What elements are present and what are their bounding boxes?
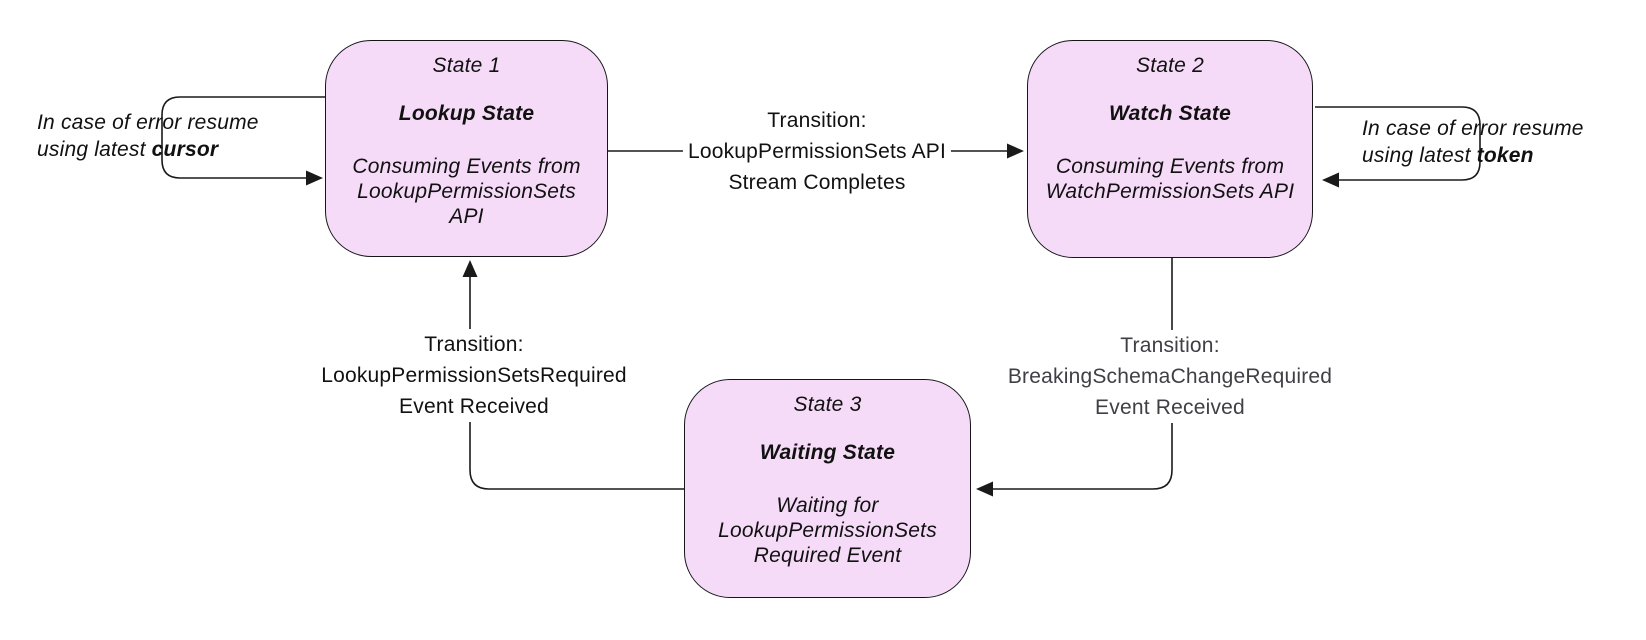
transition-label-3-1: Transition: LookupPermissionSetsRequired… [316,329,632,422]
transition-label-line: Event Received [399,395,549,418]
state-box-waiting: State 3 Waiting State Waiting for Lookup… [684,379,971,598]
loop-label-bold-word: token [1476,144,1534,167]
state-description: Consuming Events from WatchPermissionSet… [1045,155,1295,203]
loop-label-line: In case of error resume [1362,117,1584,140]
transition-label-line: BreakingSchemaChangeRequired [1007,365,1333,388]
state-number: State 3 [793,393,862,416]
edge-transition-2-3 [993,258,1173,490]
loop-label-line: In case of error resume [37,111,259,134]
edge-transition-3-1 [469,277,684,490]
error-loop-label-cursor: In case of error resume using latest cur… [37,109,259,163]
arrowhead-transition-2-3 [976,481,993,497]
state-description: Consuming Events from LookupPermissionSe… [352,155,581,228]
transition-label-line: LookupPermissionSetsRequired [321,364,627,387]
state-box-lookup: State 1 Lookup State Consuming Events fr… [325,40,608,257]
state-name: Waiting State [759,441,896,464]
arrowhead-loop-cursor [306,170,323,186]
loop-label-line: using latest cursor [37,138,219,161]
state-number: State 1 [432,54,501,77]
state-box-watch: State 2 Watch State Consuming Events fro… [1027,40,1313,258]
loop-label-bold-word: cursor [151,138,219,161]
edge-error-loop-token [1315,106,1481,181]
state-name: Watch State [1108,102,1231,125]
loop-label-line: using latest token [1362,144,1534,167]
arrowhead-transition-3-1 [462,260,478,277]
arrowhead-loop-token [1322,172,1339,188]
transition-label-line: Event Received [1095,396,1245,419]
transition-label-line: LookupPermissionSets API [687,140,947,163]
transition-label-line: Transition: [424,333,524,356]
state-name: Lookup State [398,102,535,125]
transition-label-2-3: Transition: BreakingSchemaChangeRequired… [1002,330,1338,423]
state-number: State 2 [1136,54,1204,77]
arrowhead-transition-1-2 [1007,143,1024,159]
transition-label-line: Transition: [1120,334,1220,357]
transition-label-1-2: Transition: LookupPermissionSets API Str… [682,105,952,198]
state-description: Waiting for LookupPermissionSets Require… [718,494,937,567]
transition-label-line: Transition: [767,109,867,132]
error-loop-label-token: In case of error resume using latest tok… [1362,115,1584,169]
edge-error-loop-cursor [161,96,325,179]
transition-label-line: Stream Completes [728,171,906,194]
